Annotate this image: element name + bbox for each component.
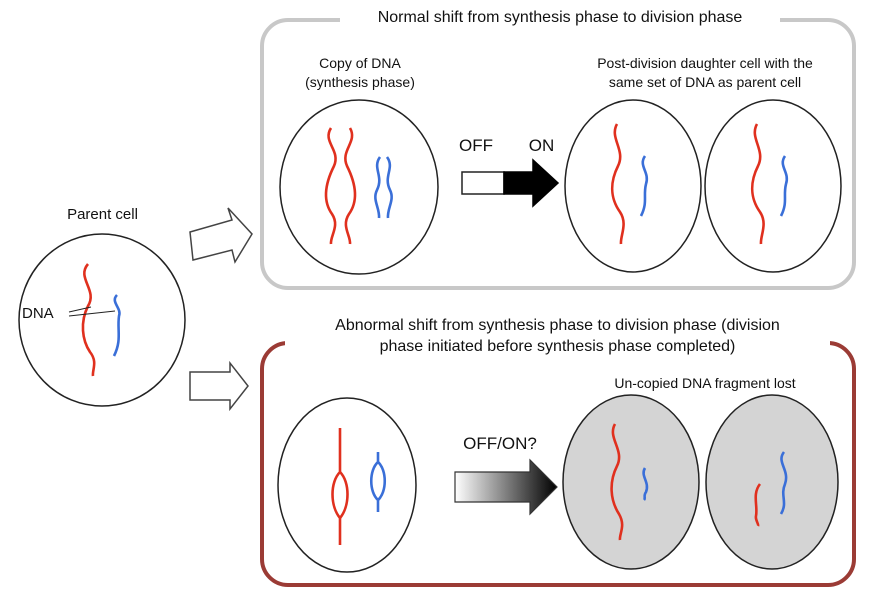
normal-switch-arrow	[461, 158, 560, 208]
copy-of-dna-label-line-1: Copy of DNA	[319, 55, 401, 71]
normal-panel-title: Normal shift from synthesis phase to div…	[340, 8, 780, 27]
daughter-cell-label-line-1: Post-division daughter cell with the	[597, 55, 813, 71]
synthesis-cell	[279, 99, 439, 275]
parent-dna-blue	[112, 294, 121, 357]
daughter-cell-2	[704, 99, 842, 273]
switch-off-label: OFF	[459, 136, 493, 155]
arrow-to-abnormal	[189, 360, 249, 412]
dna-pointer-line-1	[68, 306, 92, 313]
dna-fragment-lost-label: Un-copied DNA fragment lost	[614, 375, 796, 391]
abnormal-panel-title-line-2: phase initiated before synthesis phase c…	[285, 336, 830, 357]
incomplete-synthesis-cell	[277, 397, 417, 573]
arrow-to-normal	[189, 207, 253, 264]
parent-cell-label: Parent cell	[67, 206, 138, 223]
switch-on-label: ON	[528, 136, 555, 155]
dna-pointer-line-2	[68, 310, 116, 317]
dna-label: DNA	[22, 305, 54, 322]
abnormal-panel-title-line-1: Abnormal shift from synthesis phase to d…	[285, 315, 830, 336]
abnormal-switch-arrow	[454, 458, 558, 516]
parent-dna-red	[81, 263, 96, 377]
gray-daughter-cell-2	[705, 394, 839, 570]
abnormal-switch-label: OFF/ON?	[463, 434, 537, 453]
copy-of-dna-label-line-2: (synthesis phase)	[305, 74, 415, 90]
daughter-cell-1	[564, 99, 702, 273]
parent-cell	[18, 233, 186, 407]
gray-daughter-cell-1	[562, 394, 700, 570]
daughter-cell-label-line-2: same set of DNA as parent cell	[608, 74, 802, 90]
